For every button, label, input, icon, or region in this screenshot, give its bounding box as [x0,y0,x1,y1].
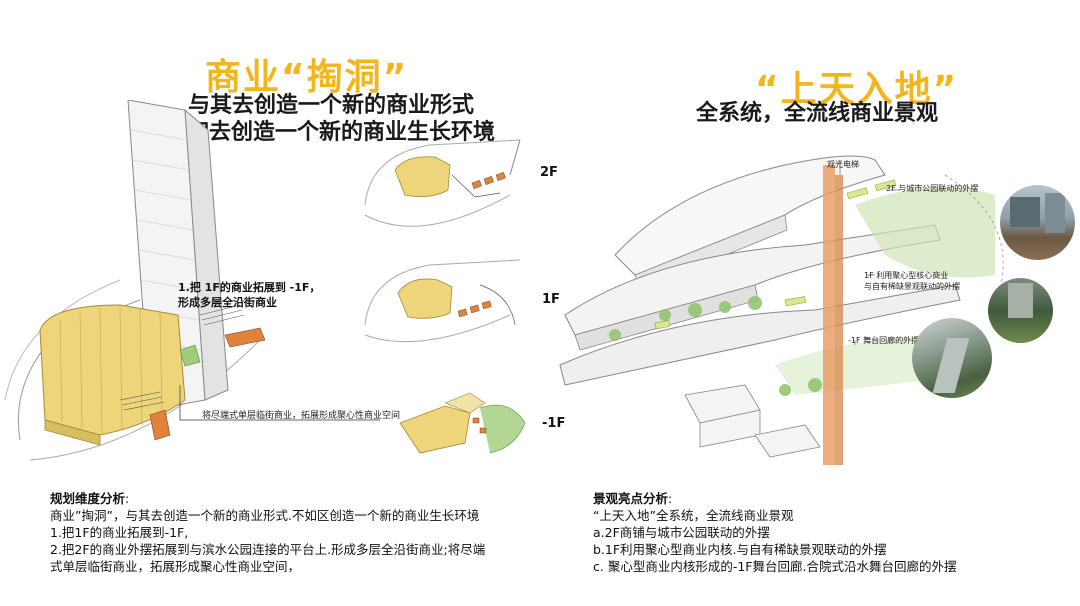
left-callout-line-2: 形成多层全沿街商业 [178,296,277,309]
label-elevator: 观光电梯 [827,160,859,169]
bottom-left-line-4: 式单层临街商业，拓展形成聚心性商业空间， [50,559,301,574]
photo-1f-landscape [988,278,1053,343]
floor-label-m1f: -1F [542,416,566,431]
bottom-right-line-2: a.2F商铺与城市公园联动的外摆 [593,525,770,540]
left-subtitle-2: 不如去创造一个新的商业生长环境 [165,120,496,145]
left-subtitle-1: 与其去创造一个新的商业形式 [188,93,475,118]
bottom-left-line-3: 2.把2F的商业外摆拓展到与滨水公园连接的平台上.形成多层全沿街商业;将尽端 [50,542,486,557]
left-arrow-label: 将尽端式单层临街商业，拓展形成聚心性商业空间 [202,411,401,421]
label-2f-outdoor: 2F 与城市公园联动的外摆 [886,184,979,193]
bottom-left-heading: 规划维度分析: [50,491,130,506]
floor-label-2f: 2F [540,165,558,180]
floor-label-1f: 1F [542,292,560,307]
photo-2f-plaza [1000,185,1075,260]
bottom-right-line-3: b.1F利用聚心型商业内核.与自有稀缺景观联动的外摆 [593,542,887,557]
floor-diagram-2f [364,139,521,227]
photo-m1f-corridor [912,318,992,398]
bottom-right-analysis: 景观亮点分析: “上天入地”全系统，全流线商业景观 a.2F商铺与城市公园联动的… [593,490,1033,575]
label-1f-outdoor-b: 与自有稀缺景观联动的外摆 [864,282,960,291]
bottom-left-line-2: 1.把1F的商业拓展到-1F, [50,525,189,540]
bottom-right-line-1: “上天入地”全系统，全流线商业景观 [593,508,794,523]
left-main-building-drawing [4,100,380,461]
label-m1f-outdoor: -1F 舞台回廊的外摆 [848,336,920,345]
right-title: “上天入地” [755,69,959,110]
left-callout-line-1: 1.把 1F的商业拓展到 -1F， [178,281,321,294]
bottom-left-line-1: 商业”掏洞”，与其去创造一个新的商业形式.不如区创造一个新的商业生长环境 [50,508,480,523]
floor-diagram-m1f [399,392,526,454]
bottom-right-line-4: c. 聚心型商业内核形成的-1F舞台回廊.合院式沿水舞台回廊的外摆 [593,559,957,574]
bottom-left-analysis: 规划维度分析: 商业”掏洞”，与其去创造一个新的商业形式.不如区创造一个新的商业… [50,490,530,575]
floor-diagram-1f [364,259,521,343]
label-1f-outdoor-a: 1F 利用聚心型核心商业 [864,271,949,280]
right-subtitle: 全系统，全流线商业景观 [696,101,939,126]
left-title: 商业“掏洞” [205,57,409,98]
bottom-right-heading: 景观亮点分析: [593,491,673,506]
